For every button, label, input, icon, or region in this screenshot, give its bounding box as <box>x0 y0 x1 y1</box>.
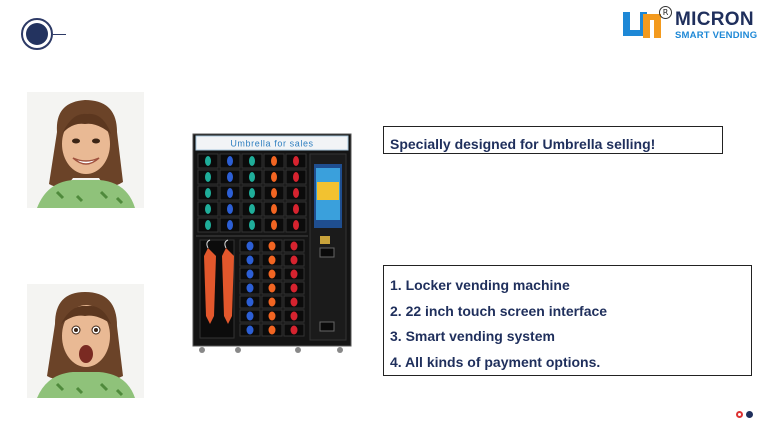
headline-box: Specially designed for Umbrella selling! <box>383 126 723 154</box>
girl-smiling-photo <box>27 92 144 208</box>
feature-item: 2. 22 inch touch screen interface <box>390 302 608 319</box>
headline-text: Specially designed for Umbrella selling! <box>390 136 656 152</box>
features-list: 1. Locker vending machine 2. 22 inch tou… <box>383 265 752 376</box>
machine-sign-text: Umbrella for sales <box>230 139 313 149</box>
nav-line <box>53 34 66 35</box>
pager-dots-icon[interactable] <box>736 411 753 418</box>
pager-dot[interactable] <box>746 411 753 418</box>
umbrella-vending-machine-image: Umbrella for sales <box>190 132 355 358</box>
pager-dot-active[interactable] <box>736 411 743 418</box>
nav-circle-icon[interactable] <box>21 18 53 50</box>
logo-subtitle: SMART VENDING <box>675 30 758 41</box>
feature-item: 3. Smart vending system <box>390 328 555 344</box>
feature-item: 4. All kinds of payment options. <box>390 353 601 370</box>
brand-logo: R MICRON SMART VENDING <box>621 6 766 46</box>
registered-mark: R <box>659 6 672 19</box>
girl-surprised-photo <box>27 284 144 398</box>
logo-mark-icon <box>623 12 661 38</box>
logo-name: MICRON <box>675 9 754 30</box>
feature-item: 1. Locker vending machine <box>390 277 570 293</box>
